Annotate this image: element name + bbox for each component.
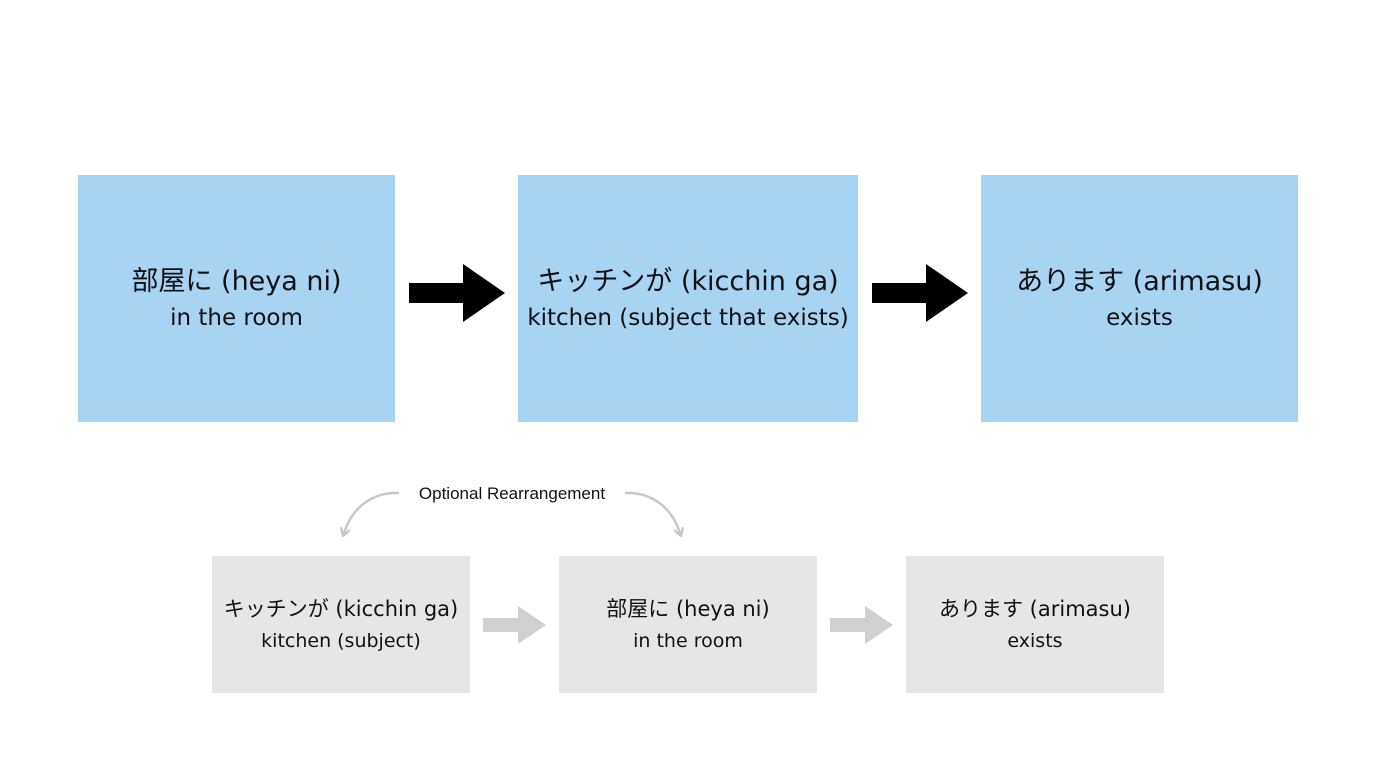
alt-box-english: kitchen (subject) [261, 629, 421, 652]
main-box-heya-ni: 部屋に (heya ni) in the room [78, 175, 395, 422]
main-box-kicchin-ga: キッチンが (kicchin ga) kitchen (subject that… [518, 175, 858, 422]
alt-box-heya-ni: 部屋に (heya ni) in the room [559, 556, 817, 693]
main-box-japanese: 部屋に (heya ni) [131, 265, 342, 297]
alt-arrow-2-icon [830, 606, 893, 644]
alt-box-arimasu: あります (arimasu) exists [906, 556, 1164, 693]
main-arrow-2-icon [872, 264, 968, 322]
alt-box-japanese: 部屋に (heya ni) [606, 596, 770, 621]
alt-arrow-1-icon [483, 606, 546, 644]
main-box-english: in the room [170, 304, 303, 331]
alt-box-kicchin-ga: キッチンが (kicchin ga) kitchen (subject) [212, 556, 470, 693]
curve-arrow-left-icon [344, 491, 400, 533]
curve-arrow-right-icon [624, 491, 680, 533]
main-box-arimasu: あります (arimasu) exists [981, 175, 1298, 422]
main-box-japanese: キッチンが (kicchin ga) [537, 265, 839, 297]
alt-box-english: in the room [633, 629, 743, 652]
main-box-english: exists [1106, 304, 1173, 331]
alt-box-japanese: あります (arimasu) [939, 596, 1131, 621]
alt-box-japanese: キッチンが (kicchin ga) [223, 596, 459, 621]
optional-rearrangement-label: Optional Rearrangement [418, 484, 606, 503]
alt-box-english: exists [1007, 629, 1063, 652]
main-arrow-1-icon [409, 264, 505, 322]
main-box-japanese: あります (arimasu) [1016, 265, 1263, 297]
main-box-english: kitchen (subject that exists) [527, 304, 849, 331]
